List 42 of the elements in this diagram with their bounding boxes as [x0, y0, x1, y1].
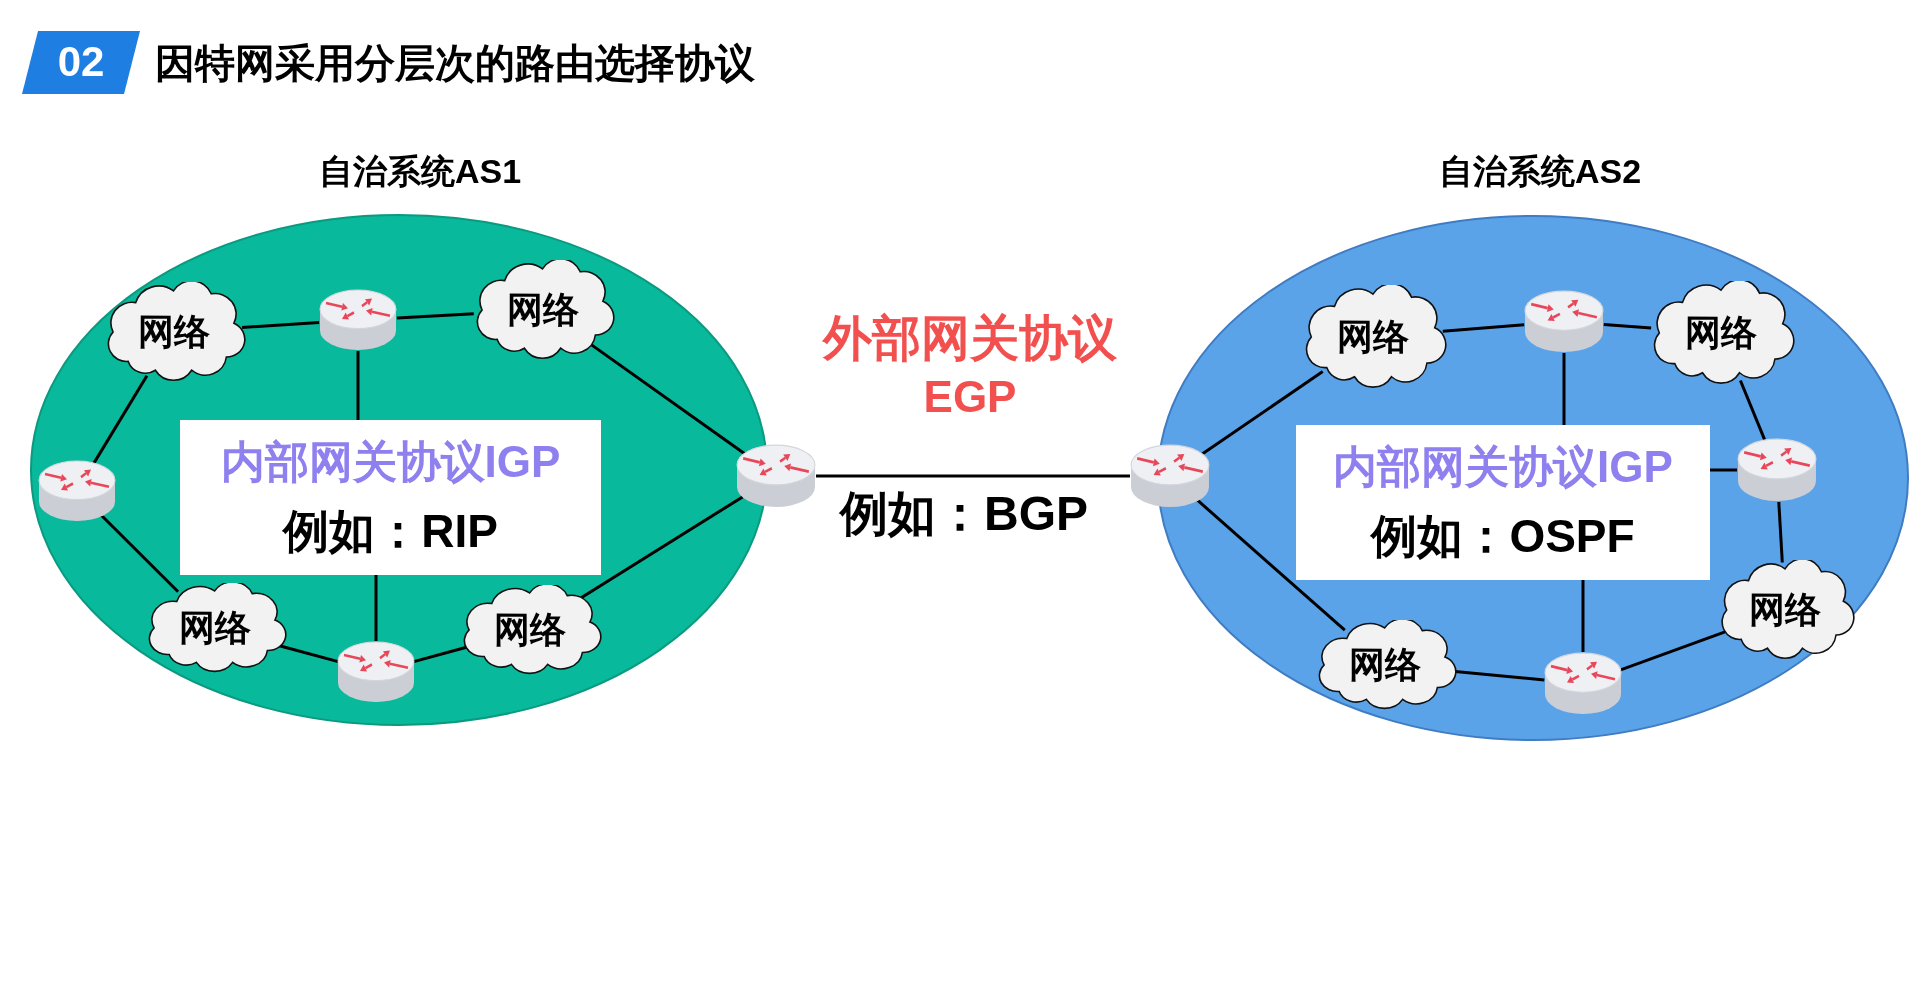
router-icon: [337, 641, 415, 703]
connector-line: [1195, 498, 1346, 632]
connector-line: [816, 474, 1130, 478]
router-icon: [1524, 290, 1604, 353]
connector-line: [396, 312, 474, 320]
connector-line: [589, 342, 747, 456]
panel-heading: 内部网关协议IGP: [1333, 443, 1673, 492]
text-panel: [180, 420, 601, 575]
connector-line: [1739, 379, 1766, 441]
region-heading: 自治系统AS2: [1438, 152, 1642, 192]
panel-heading: 内部网关协议IGP: [220, 438, 561, 487]
connector-line: [1777, 501, 1784, 563]
connector-line: [374, 575, 378, 641]
number-badge: 02: [22, 31, 140, 94]
page-title: 因特网采用分层次的路由选择协议: [155, 40, 755, 86]
region-heading: 自治系统AS1: [318, 152, 522, 192]
connector-line: [577, 494, 746, 601]
router-icon: [38, 460, 116, 522]
connector-line: [277, 643, 340, 664]
example-label: 例如：BGP: [840, 486, 1088, 542]
connector-line: [1199, 370, 1324, 457]
router-icon: [1544, 652, 1622, 715]
connector-line: [1562, 353, 1566, 425]
connector-line: [1603, 322, 1652, 330]
connector-line: [1581, 580, 1585, 652]
router-icon: [1130, 444, 1210, 508]
protocol-abbreviation: EGP: [923, 371, 1017, 423]
connector-line: [1442, 323, 1525, 333]
text-panel: [1296, 425, 1710, 580]
router-icon: [736, 444, 816, 508]
connector-line: [92, 375, 149, 464]
connector-line: [412, 645, 467, 664]
router-icon: [1737, 438, 1817, 502]
router-icon: [319, 289, 397, 351]
connector-line: [1618, 630, 1727, 672]
panel-text: 例如：OSPF: [1371, 511, 1635, 562]
protocol-label: 外部网关协议: [823, 309, 1117, 367]
connector-line: [242, 321, 320, 329]
panel-text: 例如：RIP: [283, 506, 498, 557]
connector-line: [1710, 468, 1737, 472]
connector-line: [356, 351, 360, 420]
connector-line: [100, 514, 180, 593]
